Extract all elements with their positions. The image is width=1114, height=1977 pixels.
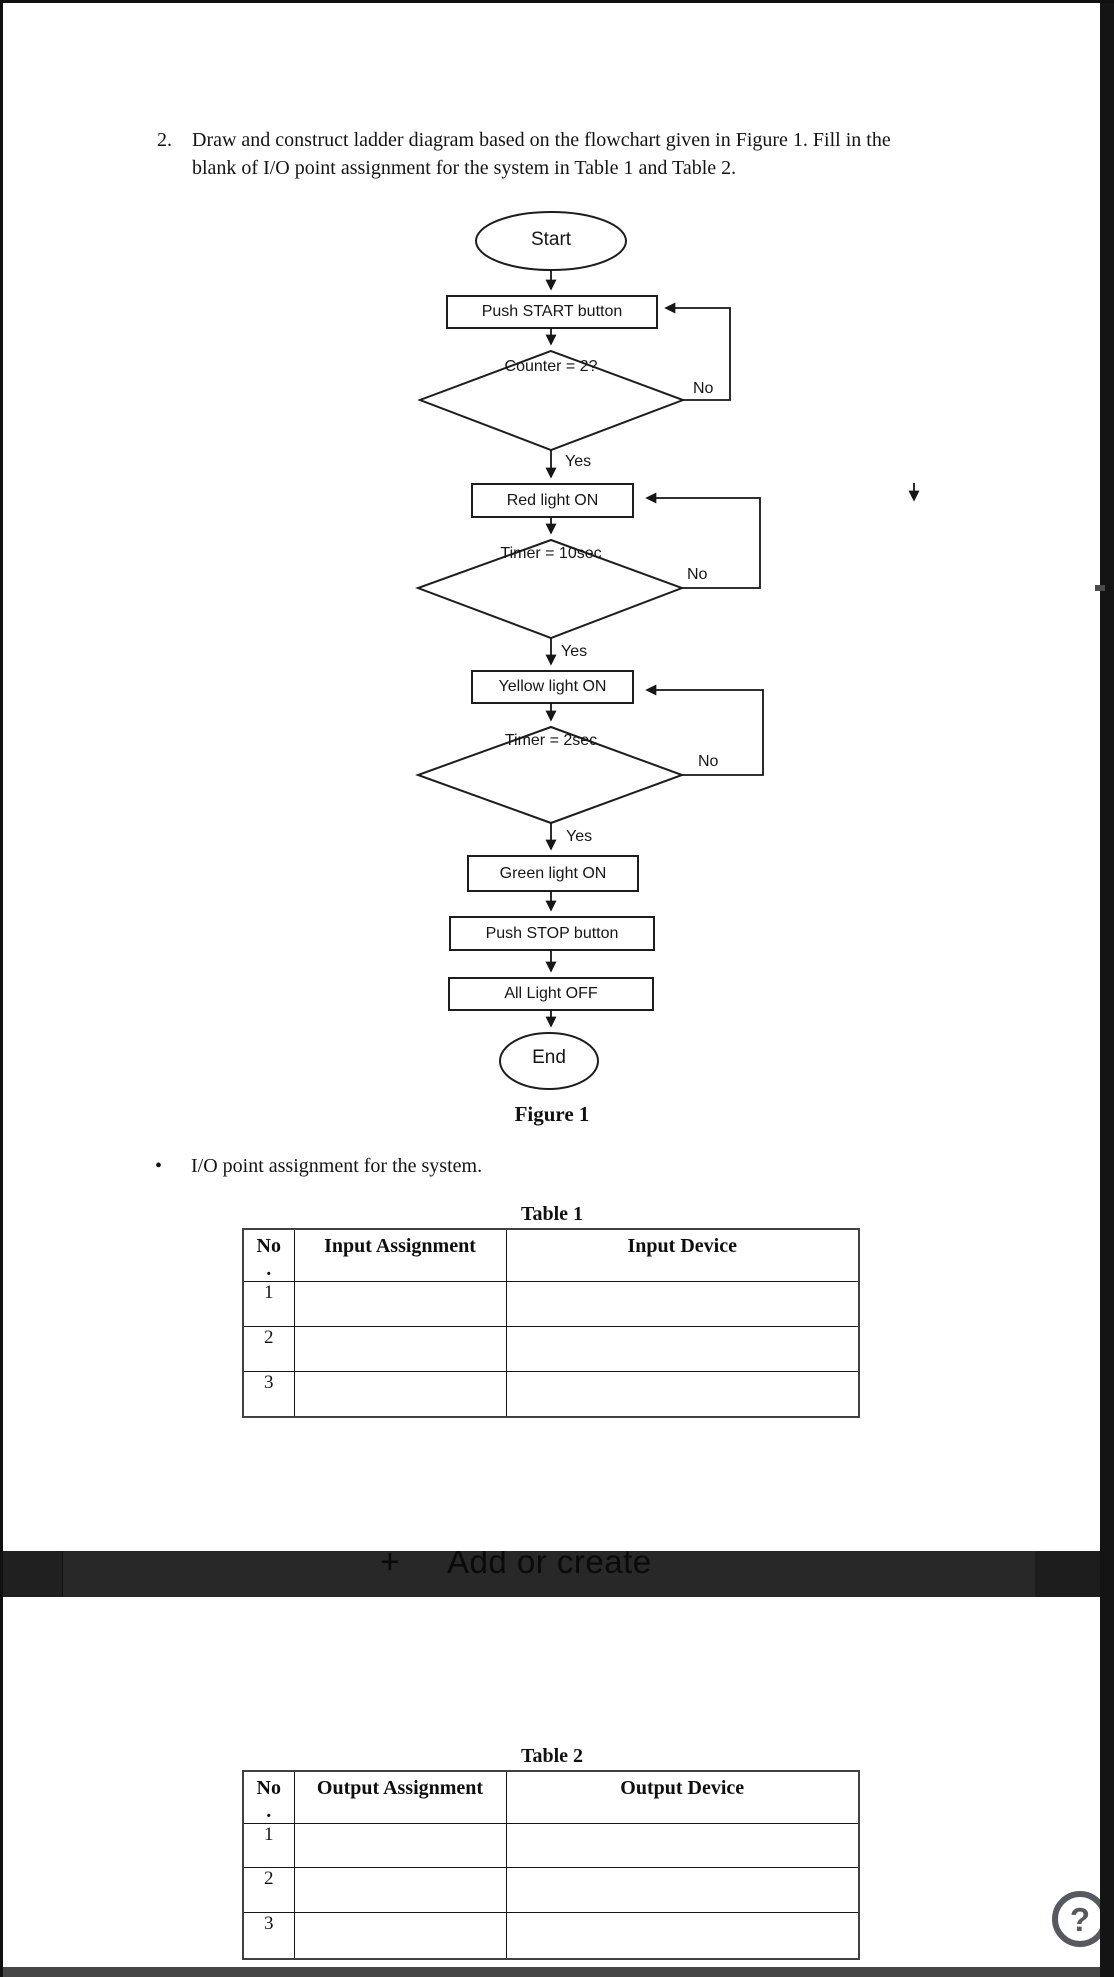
push-start-box-shape [446, 295, 658, 329]
table2-header-output-assignment: Output Assignment [293, 1770, 507, 1824]
table2-row2-assignment [293, 1867, 507, 1913]
table-row: 2 [242, 1326, 860, 1372]
table2-row3-assignment [293, 1912, 507, 1959]
table2: No . Output Assignment Output Device 1 2… [242, 1770, 860, 1960]
all-light-off-box-shape [448, 977, 654, 1011]
node-timer10-condition: Timer = 10sec [500, 545, 602, 562]
end-terminator-shape [499, 1032, 599, 1090]
table1: No . Input Assignment Input Device 1 2 3 [242, 1228, 860, 1418]
table-row: 2 [242, 1867, 860, 1913]
table2-row3-no: 3 [242, 1912, 295, 1959]
green-light-box-shape [467, 855, 639, 892]
node-yellow-light: Yellow light ON [498, 678, 607, 695]
branch-yes-3: Yes [566, 828, 593, 845]
branch-no-3: No [698, 753, 719, 770]
node-counter-condition: Counter = 2? [504, 358, 598, 375]
table1-row1-device [505, 1281, 860, 1327]
table2-header-no: No . [242, 1770, 295, 1824]
table1-header-no: No . [242, 1228, 295, 1282]
table1-row2-device [505, 1326, 860, 1372]
question-line-2: blank of I/O point assignment for the sy… [192, 157, 737, 179]
question-number: 2. [157, 129, 172, 151]
branch-no-2: No [687, 566, 708, 583]
screen-top-edge [0, 0, 1114, 3]
question-line-1: Draw and construct ladder diagram based … [192, 129, 891, 151]
table1-row3-assignment [293, 1371, 507, 1417]
node-push-start: Push START button [481, 303, 623, 320]
table1-row3-device [505, 1371, 860, 1417]
node-green-light: Green light ON [499, 864, 607, 882]
toolbar-band: + Add or create [0, 1551, 1114, 1597]
add-or-create-button[interactable]: + Add or create [0, 1551, 1114, 1597]
screen-left-edge [0, 0, 3, 1977]
toolbar-band-left-segment [0, 1551, 63, 1597]
node-end: End [532, 1047, 566, 1068]
table1-header-input-assignment: Input Assignment [293, 1228, 507, 1282]
table1-row1-no: 1 [242, 1281, 295, 1327]
red-light-box-shape [471, 483, 634, 518]
table1-row3-no: 3 [242, 1371, 295, 1417]
table2-row2-device [505, 1867, 860, 1913]
bottom-bar [0, 1967, 1114, 1977]
table-row: 3 [242, 1371, 860, 1417]
yellow-light-box-shape [471, 670, 634, 704]
push-stop-box-shape [449, 916, 655, 951]
branch-yes-2: Yes [561, 643, 588, 660]
node-start: Start [530, 229, 572, 250]
right-band-notch [1095, 585, 1105, 591]
branch-yes-1: Yes [565, 453, 592, 470]
table2-caption: Table 2 [520, 1745, 584, 1767]
branch-no-1: No [693, 380, 714, 397]
table1-caption: Table 1 [520, 1203, 584, 1225]
flowchart-connectors [545, 270, 920, 1028]
bullet-text: I/O point assignment for the system. [191, 1155, 483, 1177]
table-row: 1 [242, 1823, 860, 1868]
figure-caption: Figure 1 [514, 1102, 590, 1126]
node-push-stop: Push STOP button [485, 924, 619, 942]
node-all-light-off: All Light OFF [504, 985, 598, 1002]
question-block: 2. Draw and construct ladder diagram bas… [157, 126, 997, 182]
table1-header-input-device: Input Device [505, 1228, 860, 1282]
table2-header-output-device: Output Device [505, 1770, 860, 1824]
table-row: 3 [242, 1912, 860, 1959]
add-or-create-label: Add or create [447, 1551, 652, 1580]
question-mark-icon: ? [1069, 1900, 1091, 1938]
node-red-light: Red light ON [506, 491, 599, 509]
table2-row1-assignment [293, 1823, 507, 1868]
table1-row2-assignment [293, 1326, 507, 1372]
table2-row3-device [505, 1912, 860, 1959]
bullet-line: • I/O point assignment for the system. [155, 1155, 482, 1178]
node-timer2-condition: Timer = 2sec [504, 732, 598, 749]
plus-icon: + [380, 1551, 400, 1581]
right-side-band [1100, 0, 1114, 1977]
bullet-marker: • [155, 1155, 163, 1177]
question-text: Draw and construct ladder diagram based … [192, 126, 891, 182]
